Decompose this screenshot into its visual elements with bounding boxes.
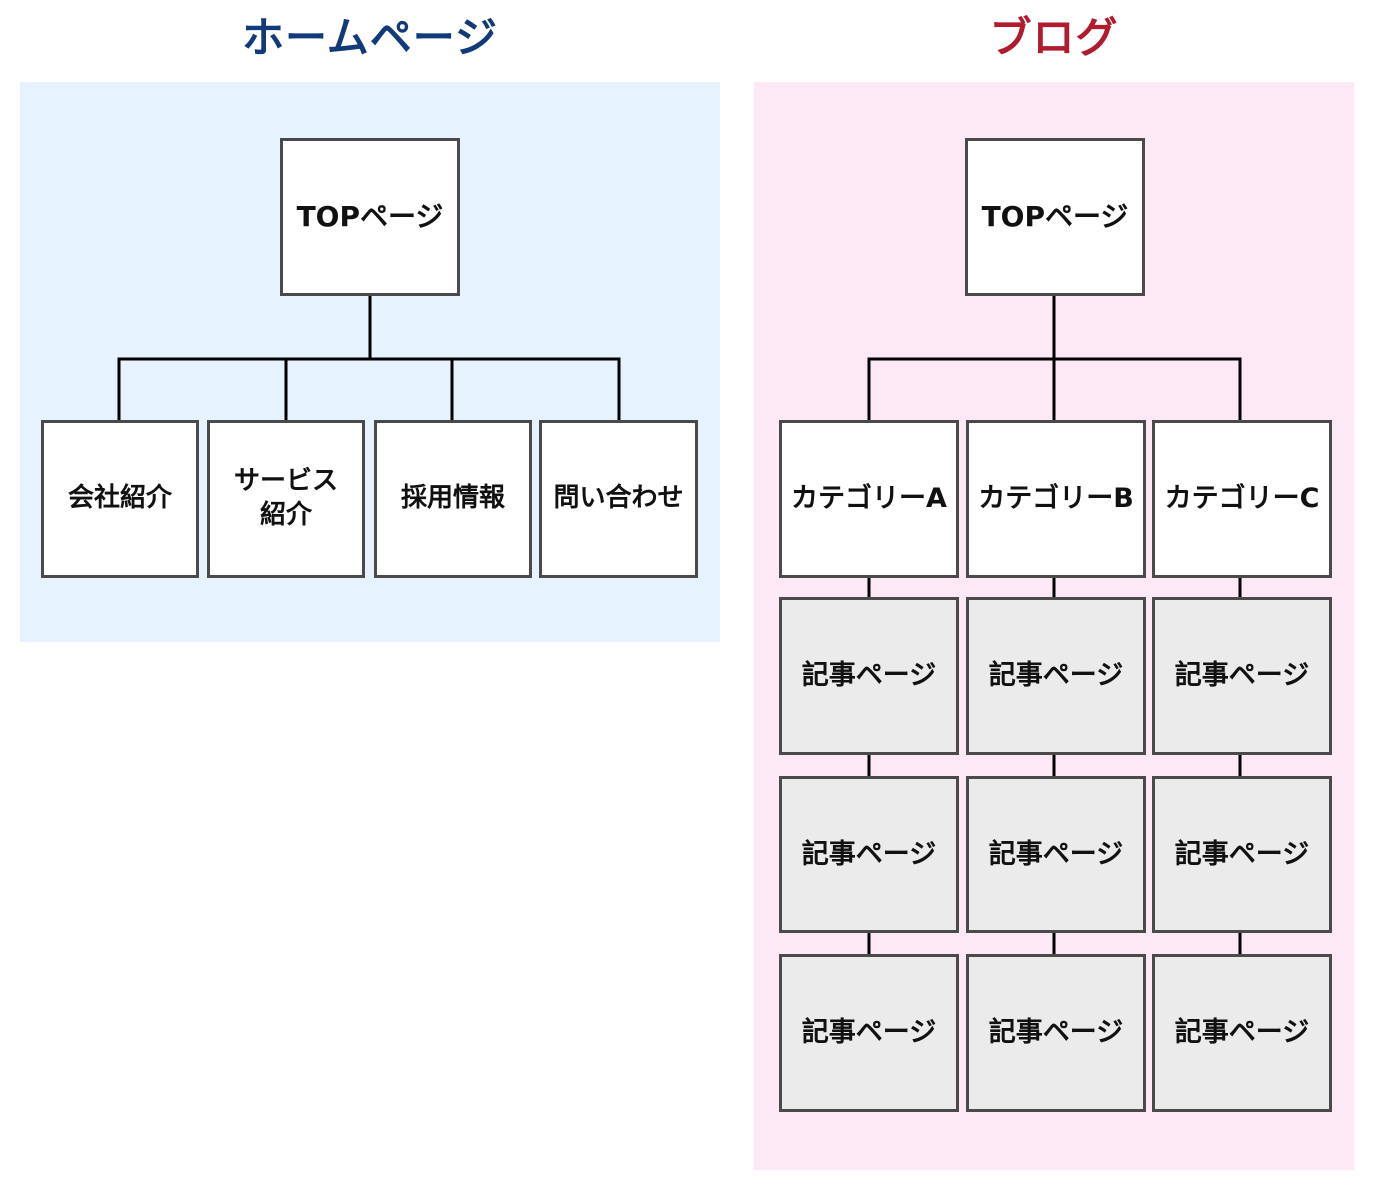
category-node: カテゴリーA — [779, 420, 959, 578]
article-node: 記事ページ — [779, 597, 959, 755]
homepage-title: ホームページ — [242, 13, 498, 62]
category-node: カテゴリーB — [966, 420, 1146, 578]
article-node: 記事ページ — [966, 776, 1146, 933]
homepage-child-node: 採用情報 — [374, 420, 532, 578]
article-node: 記事ページ — [1152, 954, 1332, 1112]
article-node: 記事ページ — [1152, 776, 1332, 933]
article-node: 記事ページ — [779, 954, 959, 1112]
homepage-top-node: TOPページ — [280, 138, 460, 296]
homepage-child-node: 会社紹介 — [41, 420, 199, 578]
article-node: 記事ページ — [1152, 597, 1332, 755]
article-node: 記事ページ — [779, 776, 959, 933]
article-node: 記事ページ — [966, 597, 1146, 755]
category-node: カテゴリーC — [1152, 420, 1332, 578]
article-node: 記事ページ — [966, 954, 1146, 1112]
blog-title: ブログ — [989, 13, 1119, 62]
homepage-child-node: 問い合わせ — [539, 420, 698, 578]
blog-top-node: TOPページ — [965, 138, 1145, 296]
homepage-child-node: サービス 紹介 — [207, 420, 365, 578]
